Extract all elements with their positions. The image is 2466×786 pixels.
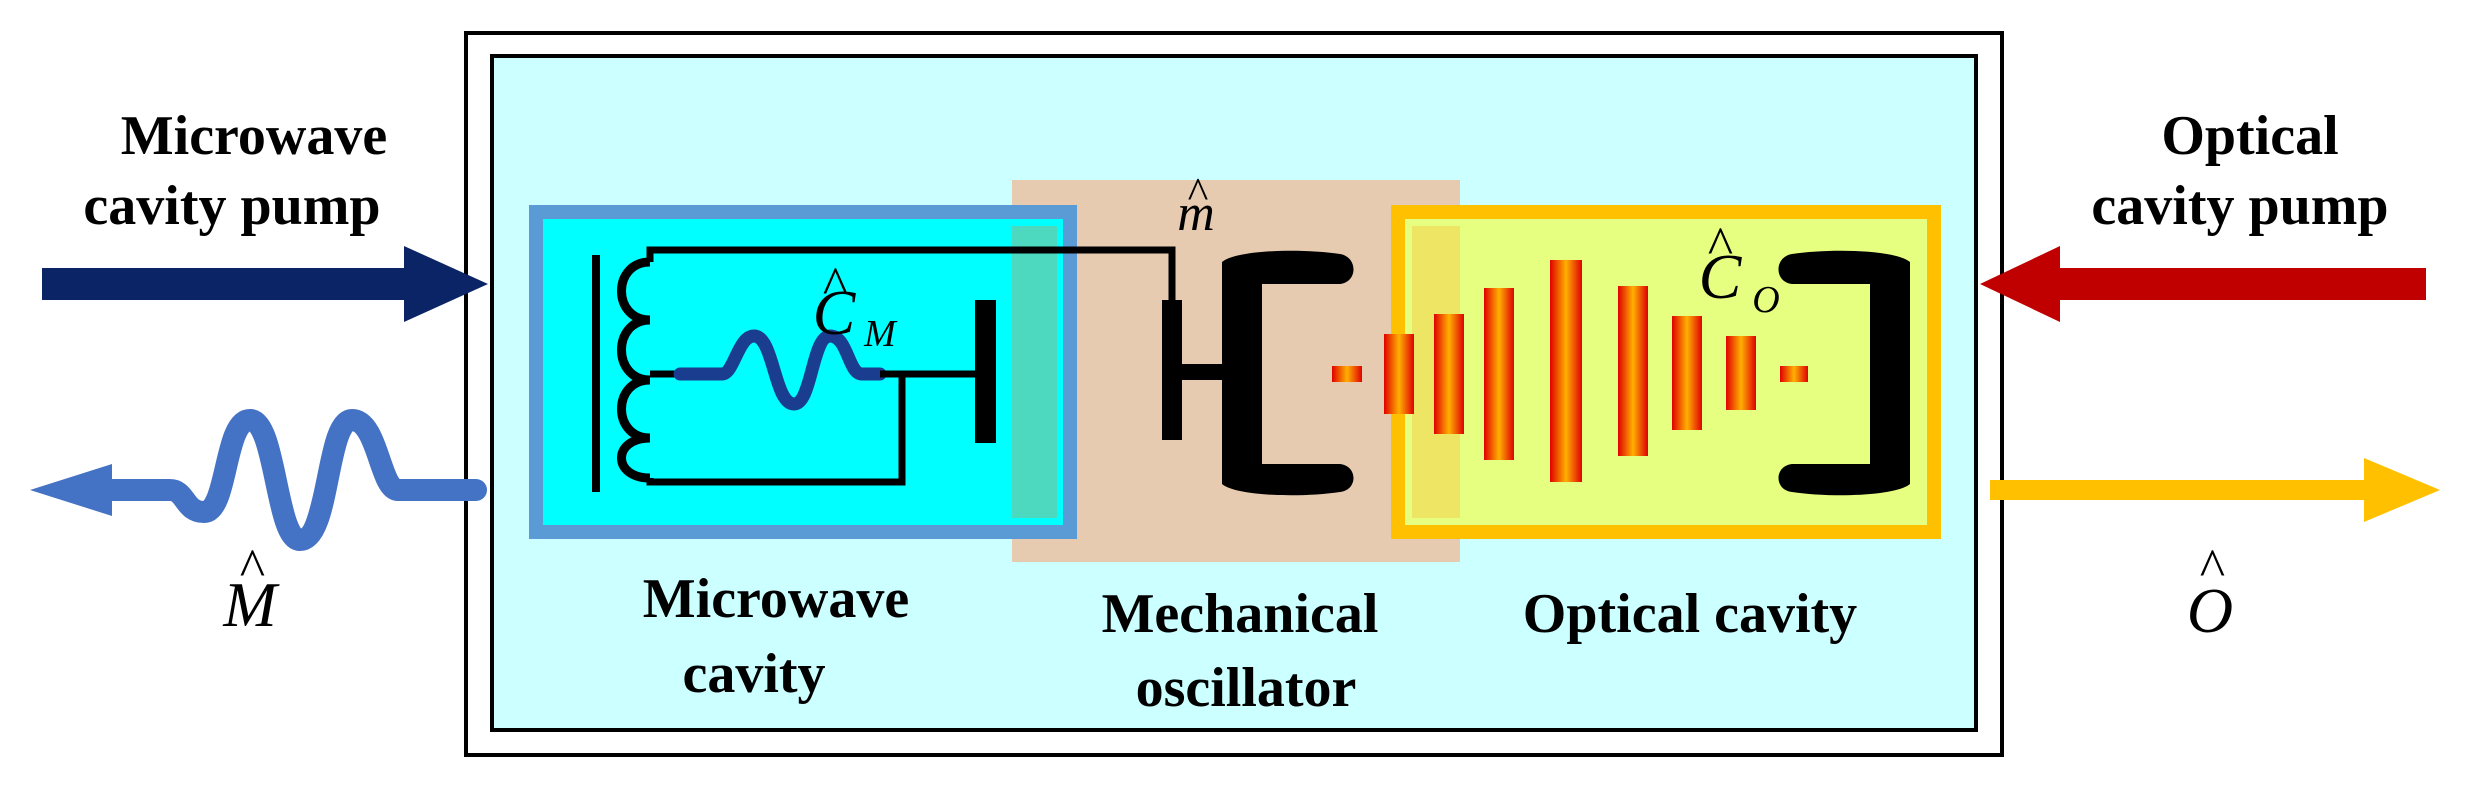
symbol-O-out: ^ O <box>2187 538 2233 646</box>
svg-text:^: ^ <box>822 256 848 316</box>
fringe <box>1384 334 1414 414</box>
optical-pump-label-line1: Optical <box>2161 105 2338 167</box>
fringe <box>1434 314 1464 434</box>
svg-text:^: ^ <box>1187 169 1208 218</box>
microwave-output-arrowhead <box>30 464 112 516</box>
fringe <box>1618 286 1648 456</box>
svg-text:^: ^ <box>239 538 265 598</box>
mechanical-oscillator-label-line2: oscillator <box>1136 657 1357 719</box>
fringe <box>1726 336 1756 410</box>
optical-pump-label-line2: cavity pump <box>2091 175 2388 237</box>
wire-bottom <box>646 374 906 486</box>
resistor-wave <box>673 329 887 411</box>
microwave-pump-arrow <box>42 246 488 322</box>
svg-text:^: ^ <box>1707 216 1733 276</box>
mechanical-electrode-stem <box>1180 364 1222 380</box>
symbol-c-o: ^ C O <box>1699 216 1780 321</box>
mechanical-electrode-plate <box>1162 300 1182 440</box>
circuit-right-plate <box>975 300 996 443</box>
optical-right-mirror <box>1778 250 1910 496</box>
fringe <box>1780 366 1808 382</box>
microwave-output-wave <box>93 409 487 551</box>
optical-output-arrow <box>1990 458 2440 522</box>
svg-text:M: M <box>863 313 898 355</box>
optical-field-fringes <box>1332 260 1808 482</box>
fringe <box>1332 366 1362 382</box>
svg-text:M: M <box>222 569 280 640</box>
svg-text:C: C <box>813 277 857 348</box>
svg-text:O: O <box>1752 279 1779 321</box>
inductor-coil <box>617 257 651 483</box>
microwave-cavity-label-line2: cavity <box>682 643 825 705</box>
symbol-M-out: ^ M <box>222 538 280 640</box>
fringe <box>1484 288 1514 460</box>
circuit-left-plate <box>592 255 600 492</box>
svg-text:O: O <box>2187 575 2233 646</box>
optical-pump-arrow <box>1980 246 2426 322</box>
fringe <box>1550 260 1582 482</box>
svg-text:m: m <box>1177 185 1215 242</box>
svg-text:C: C <box>1699 241 1743 312</box>
symbol-m-hat: ^ m <box>1177 169 1215 242</box>
microwave-cavity-label-line1: Microwave <box>643 568 909 630</box>
svg-text:^: ^ <box>2199 538 2225 598</box>
microwave-overlap-zone <box>1012 226 1057 518</box>
fringe <box>1672 316 1702 430</box>
wire-top <box>646 246 1176 300</box>
microwave-pump-label-line1: Microwave <box>121 105 387 167</box>
optical-cavity-label: Optical cavity <box>1523 583 1857 645</box>
mechanical-oscillator-label-line1: Mechanical <box>1102 583 1379 645</box>
symbol-c-m: ^ C M <box>813 256 899 355</box>
microwave-pump-label-line2: cavity pump <box>83 175 380 237</box>
mechanical-mirror <box>1222 250 1354 496</box>
